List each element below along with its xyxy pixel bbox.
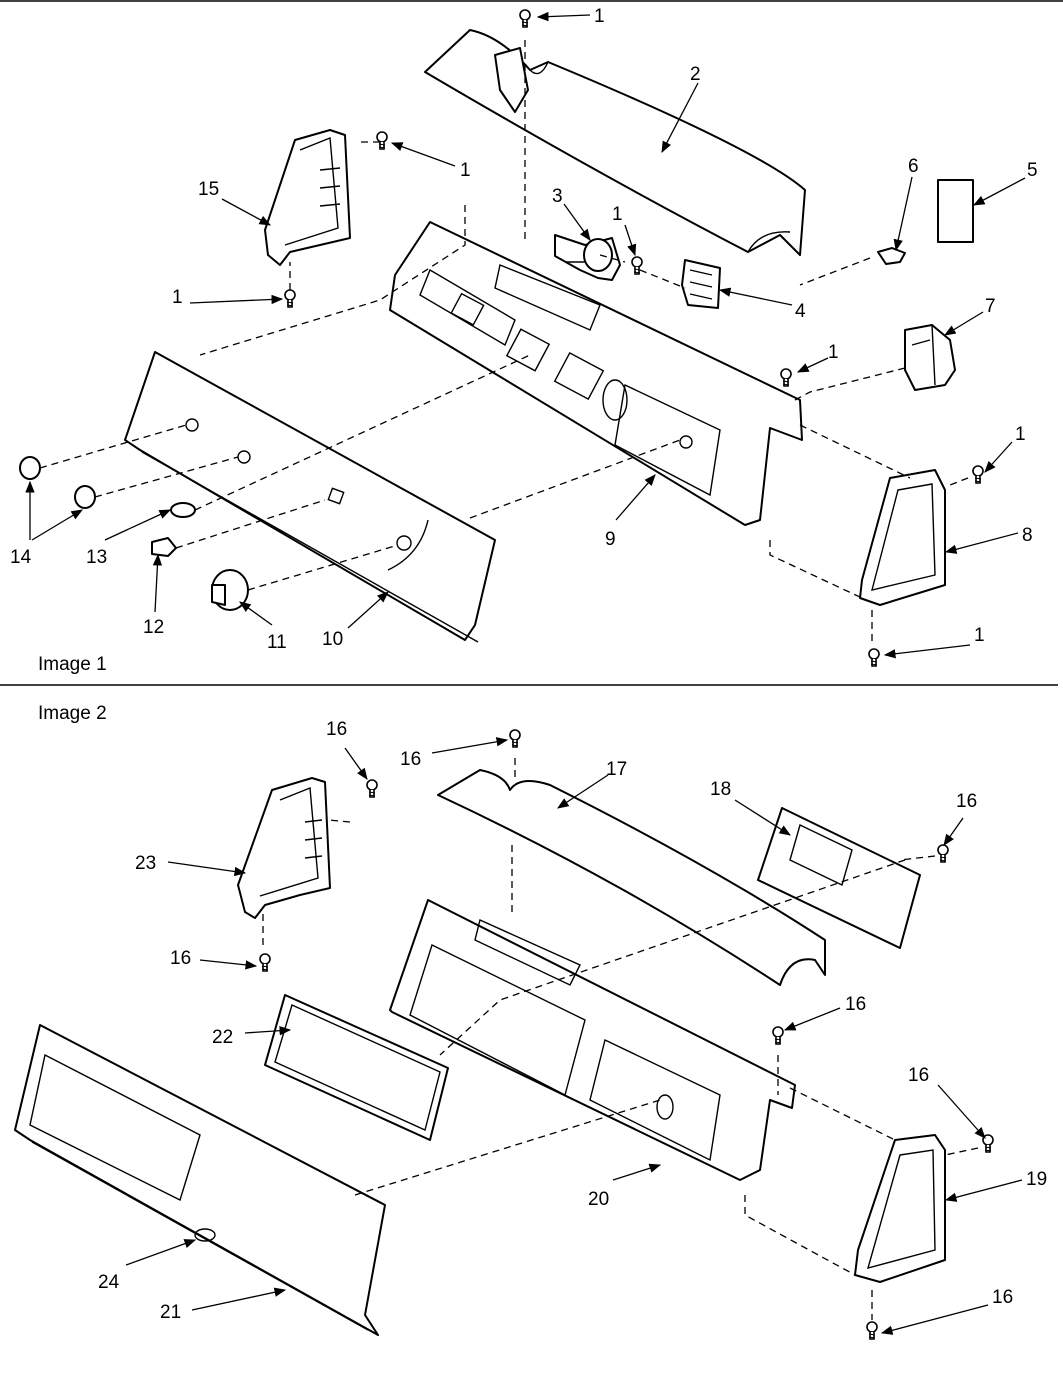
part-12-button [151, 537, 177, 557]
callout-14: 14 [10, 547, 32, 568]
callout-24: 24 [98, 1272, 120, 1293]
callout-18: 18 [710, 779, 731, 800]
part-22-lens [264, 994, 449, 1141]
part-4-switch [681, 259, 721, 309]
callout-8: 8 [1022, 525, 1033, 546]
callout-16: 16 [992, 1287, 1013, 1308]
part-15-left-end-cap [264, 129, 351, 266]
assembly-lines-image-1 [39, 40, 969, 645]
callout-21: 21 [160, 1302, 181, 1323]
callout-12: 12 [143, 617, 164, 638]
part-11-knob [211, 569, 249, 611]
callout-5: 5 [1027, 160, 1038, 181]
callout-16: 16 [956, 791, 977, 812]
callout-10: 10 [322, 629, 343, 650]
part-17-top-trim [437, 769, 826, 986]
callout-19: 19 [1026, 1169, 1047, 1190]
callout-2: 2 [690, 64, 701, 85]
callout-17: 17 [606, 759, 627, 780]
callout-13: 13 [86, 547, 107, 568]
callout-6: 6 [908, 156, 919, 177]
callout-3: 3 [552, 186, 563, 207]
callout-7: 7 [985, 296, 996, 317]
callout-1: 1 [172, 287, 183, 308]
callout-1: 1 [594, 6, 605, 27]
callout-20: 20 [588, 1189, 609, 1210]
callout-1: 1 [828, 342, 839, 363]
callout-23: 23 [135, 853, 156, 874]
callout-1: 1 [460, 160, 471, 181]
part-9-control-console [389, 221, 803, 526]
image-1-title: Image 1 [38, 654, 107, 675]
part-20-console [389, 899, 796, 1181]
callout-16: 16 [170, 948, 191, 969]
part-19-right-end-cap [854, 1134, 946, 1283]
callout-1: 1 [974, 625, 985, 646]
part-3-motor [554, 234, 621, 281]
part-7-timer [904, 324, 956, 391]
part-8-right-end-cap [859, 469, 946, 606]
callout-11: 11 [267, 632, 287, 653]
callout-4: 4 [795, 301, 806, 322]
callout-16: 16 [845, 994, 866, 1015]
part-21-front-panel [14, 1024, 386, 1336]
callout-1: 1 [1015, 424, 1026, 445]
part-5-circuit-board [937, 179, 974, 243]
assembly-lines-image-2 [262, 758, 979, 1320]
part-13-bezel [170, 502, 196, 518]
part-2-top-trim [424, 29, 806, 256]
part-23-left-end-cap [237, 777, 331, 919]
part-10-front-panel [124, 351, 496, 643]
callout-22: 22 [212, 1027, 233, 1048]
part-6-clip [877, 247, 906, 265]
image-2-title: Image 2 [38, 703, 107, 724]
callout-15: 15 [198, 179, 219, 200]
part-14-knobs [19, 456, 96, 509]
callouts: 1 1 1 1 1 1 1 2 3 4 5 6 7 8 9 10 11 [10, 6, 1047, 1335]
callout-1: 1 [612, 204, 623, 225]
callout-16: 16 [908, 1065, 929, 1086]
callout-16: 16 [326, 719, 347, 740]
part-18-display-board [757, 807, 921, 949]
image-1-panel: Image 1 [19, 9, 984, 675]
callout-9: 9 [605, 529, 616, 550]
image-2-panel: Image 2 [14, 703, 994, 1340]
callout-16: 16 [400, 749, 421, 770]
